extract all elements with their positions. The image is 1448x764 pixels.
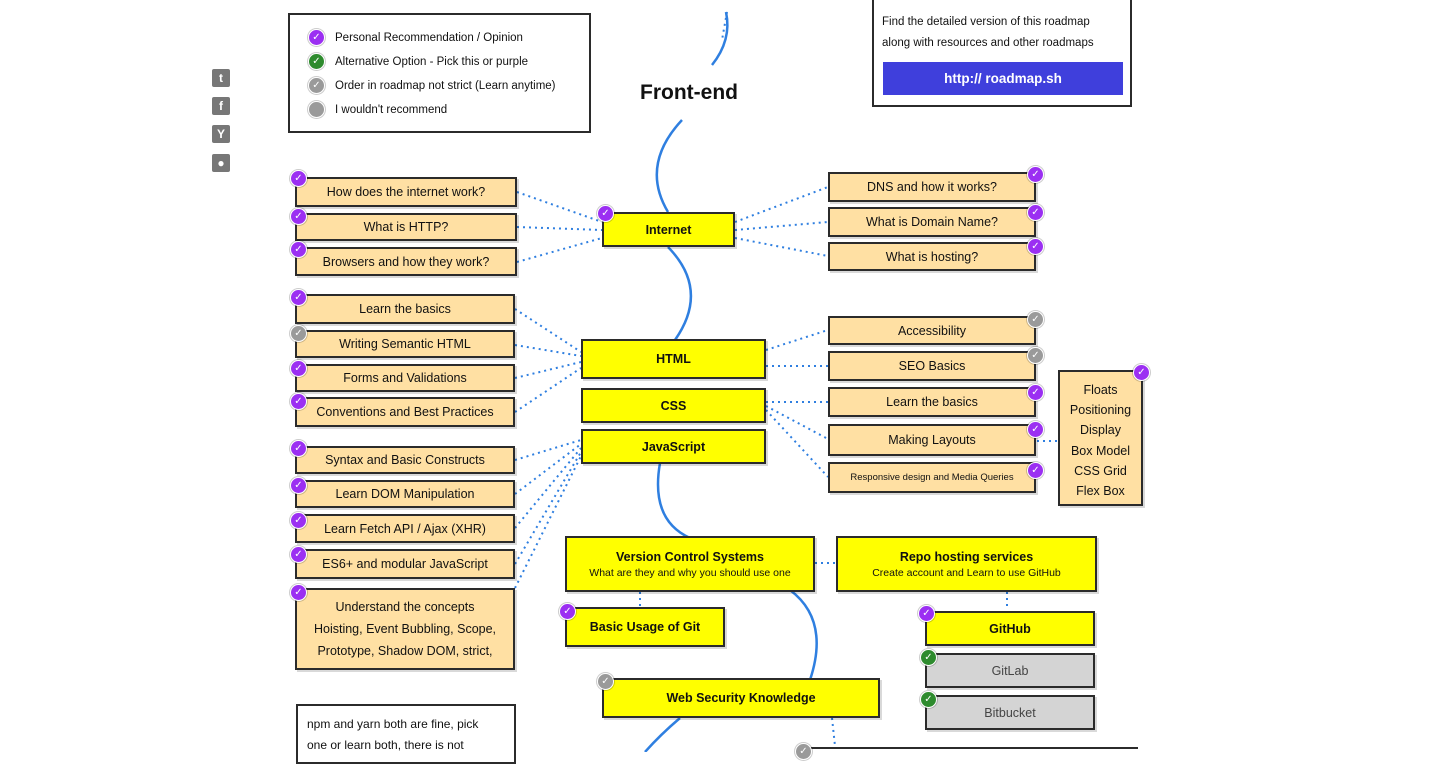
main-path-5 [644, 717, 681, 752]
node-conventions[interactable]: Conventions and Best Practices [295, 397, 515, 427]
node-javascript[interactable]: JavaScript [581, 429, 766, 464]
npm-note: npm and yarn both are fine, pick one or … [296, 704, 516, 764]
next-node-partial [805, 747, 1138, 757]
purple-check-icon: ✓ [559, 603, 576, 620]
main-path-2 [667, 246, 693, 341]
grey-dot-icon [308, 101, 325, 118]
node-browsers[interactable]: Browsers and how they work? [295, 247, 517, 276]
purple-check-icon: ✓ [918, 605, 935, 622]
grey-check-icon: ✓ [597, 673, 614, 690]
purple-check-icon: ✓ [290, 360, 307, 377]
layout-list[interactable]: Floats Positioning Display Box Model CSS… [1058, 370, 1143, 506]
info-line-2: along with resources and other roadmaps [882, 37, 1094, 49]
purple-check-icon: ✓ [290, 393, 307, 410]
node-html[interactable]: HTML [581, 339, 766, 379]
node-web-security[interactable]: Web Security Knowledge [602, 678, 880, 718]
grey-check-icon: ✓ [1027, 311, 1044, 328]
purple-check-icon: ✓ [290, 584, 307, 601]
green-check-icon: ✓ [920, 691, 937, 708]
purple-check-icon: ✓ [290, 546, 307, 563]
node-vcs[interactable]: Version Control Systems What are they an… [565, 536, 815, 592]
node-repo-hosting[interactable]: Repo hosting services Create account and… [836, 536, 1097, 592]
purple-check-icon: ✓ [1027, 166, 1044, 183]
legend-not-recommend: I wouldn't recommend [308, 101, 447, 118]
node-concepts[interactable]: Understand the concepts Hoisting, Event … [295, 588, 515, 670]
grey-check-icon: ✓ [290, 325, 307, 342]
twitter-icon[interactable]: t [212, 69, 230, 87]
node-making-layouts[interactable]: Making Layouts [828, 424, 1036, 456]
purple-check-icon: ✓ [290, 289, 307, 306]
node-bitbucket[interactable]: Bitbucket [925, 695, 1095, 730]
legend-order: ✓ Order in roadmap not strict (Learn any… [308, 77, 556, 94]
node-domain-name[interactable]: What is Domain Name? [828, 207, 1036, 237]
grey-check-icon: ✓ [308, 77, 325, 94]
purple-check-icon: ✓ [290, 440, 307, 457]
node-dns[interactable]: DNS and how it works? [828, 172, 1036, 202]
node-es6[interactable]: ES6+ and modular JavaScript [295, 549, 515, 579]
layout-item: Flex Box [1076, 484, 1125, 499]
purple-check-icon: ✓ [1027, 462, 1044, 479]
purple-check-icon: ✓ [290, 170, 307, 187]
grey-check-icon: ✓ [1027, 347, 1044, 364]
purple-check-icon: ✓ [290, 512, 307, 529]
node-css-basics[interactable]: Learn the basics [828, 387, 1036, 417]
node-html-basics[interactable]: Learn the basics [295, 294, 515, 324]
green-check-icon: ✓ [308, 53, 325, 70]
purple-check-icon: ✓ [290, 208, 307, 225]
purple-check-icon: ✓ [1027, 421, 1044, 438]
node-git[interactable]: Basic Usage of Git [565, 607, 725, 647]
main-path-top [711, 11, 729, 66]
info-box: Find the detailed version of this roadma… [872, 0, 1132, 107]
node-github[interactable]: GitHub [925, 611, 1095, 646]
purple-check-icon: ✓ [597, 205, 614, 222]
layout-item: Display [1080, 423, 1121, 438]
green-check-icon: ✓ [920, 649, 937, 666]
hackernews-icon[interactable]: Y [212, 125, 230, 143]
node-fetch[interactable]: Learn Fetch API / Ajax (XHR) [295, 514, 515, 543]
node-internet[interactable]: Internet [602, 212, 735, 247]
node-accessibility[interactable]: Accessibility [828, 316, 1036, 345]
layout-item: Positioning [1069, 403, 1132, 418]
purple-check-icon: ✓ [1027, 238, 1044, 255]
node-responsive[interactable]: Responsive design and Media Queries [828, 462, 1036, 493]
legend-alternative: ✓ Alternative Option - Pick this or purp… [308, 53, 528, 70]
legend-personal: ✓ Personal Recommendation / Opinion [308, 29, 523, 46]
node-syntax[interactable]: Syntax and Basic Constructs [295, 446, 515, 474]
node-gitlab[interactable]: GitLab [925, 653, 1095, 688]
layout-item: CSS Grid [1074, 463, 1127, 478]
main-path-1 [655, 119, 683, 213]
legend: ✓ Personal Recommendation / Opinion ✓ Al… [288, 13, 591, 133]
node-hosting[interactable]: What is hosting? [828, 242, 1036, 271]
purple-check-icon: ✓ [1133, 364, 1150, 381]
purple-check-icon: ✓ [308, 29, 325, 46]
facebook-icon[interactable]: f [212, 97, 230, 115]
purple-check-icon: ✓ [290, 477, 307, 494]
layout-item: Box Model [1070, 443, 1131, 458]
node-seo-basics[interactable]: SEO Basics [828, 351, 1036, 381]
info-line-1: Find the detailed version of this roadma… [882, 16, 1090, 28]
node-semantic-html[interactable]: Writing Semantic HTML [295, 330, 515, 358]
node-internet-how[interactable]: How does the internet work? [295, 177, 517, 207]
reddit-icon[interactable]: ● [212, 154, 230, 172]
roadmap-link[interactable]: http:// roadmap.sh [883, 62, 1123, 95]
node-what-is-http[interactable]: What is HTTP? [295, 213, 517, 241]
purple-check-icon: ✓ [1027, 384, 1044, 401]
purple-check-icon: ✓ [1027, 204, 1044, 221]
main-path-4 [789, 589, 818, 681]
node-css[interactable]: CSS [581, 388, 766, 423]
purple-check-icon: ✓ [290, 241, 307, 258]
node-dom[interactable]: Learn DOM Manipulation [295, 480, 515, 508]
node-forms[interactable]: Forms and Validations [295, 364, 515, 392]
layout-item: Floats [1083, 383, 1118, 397]
page-title: Front-end [640, 81, 738, 104]
main-path-3 [656, 462, 691, 540]
